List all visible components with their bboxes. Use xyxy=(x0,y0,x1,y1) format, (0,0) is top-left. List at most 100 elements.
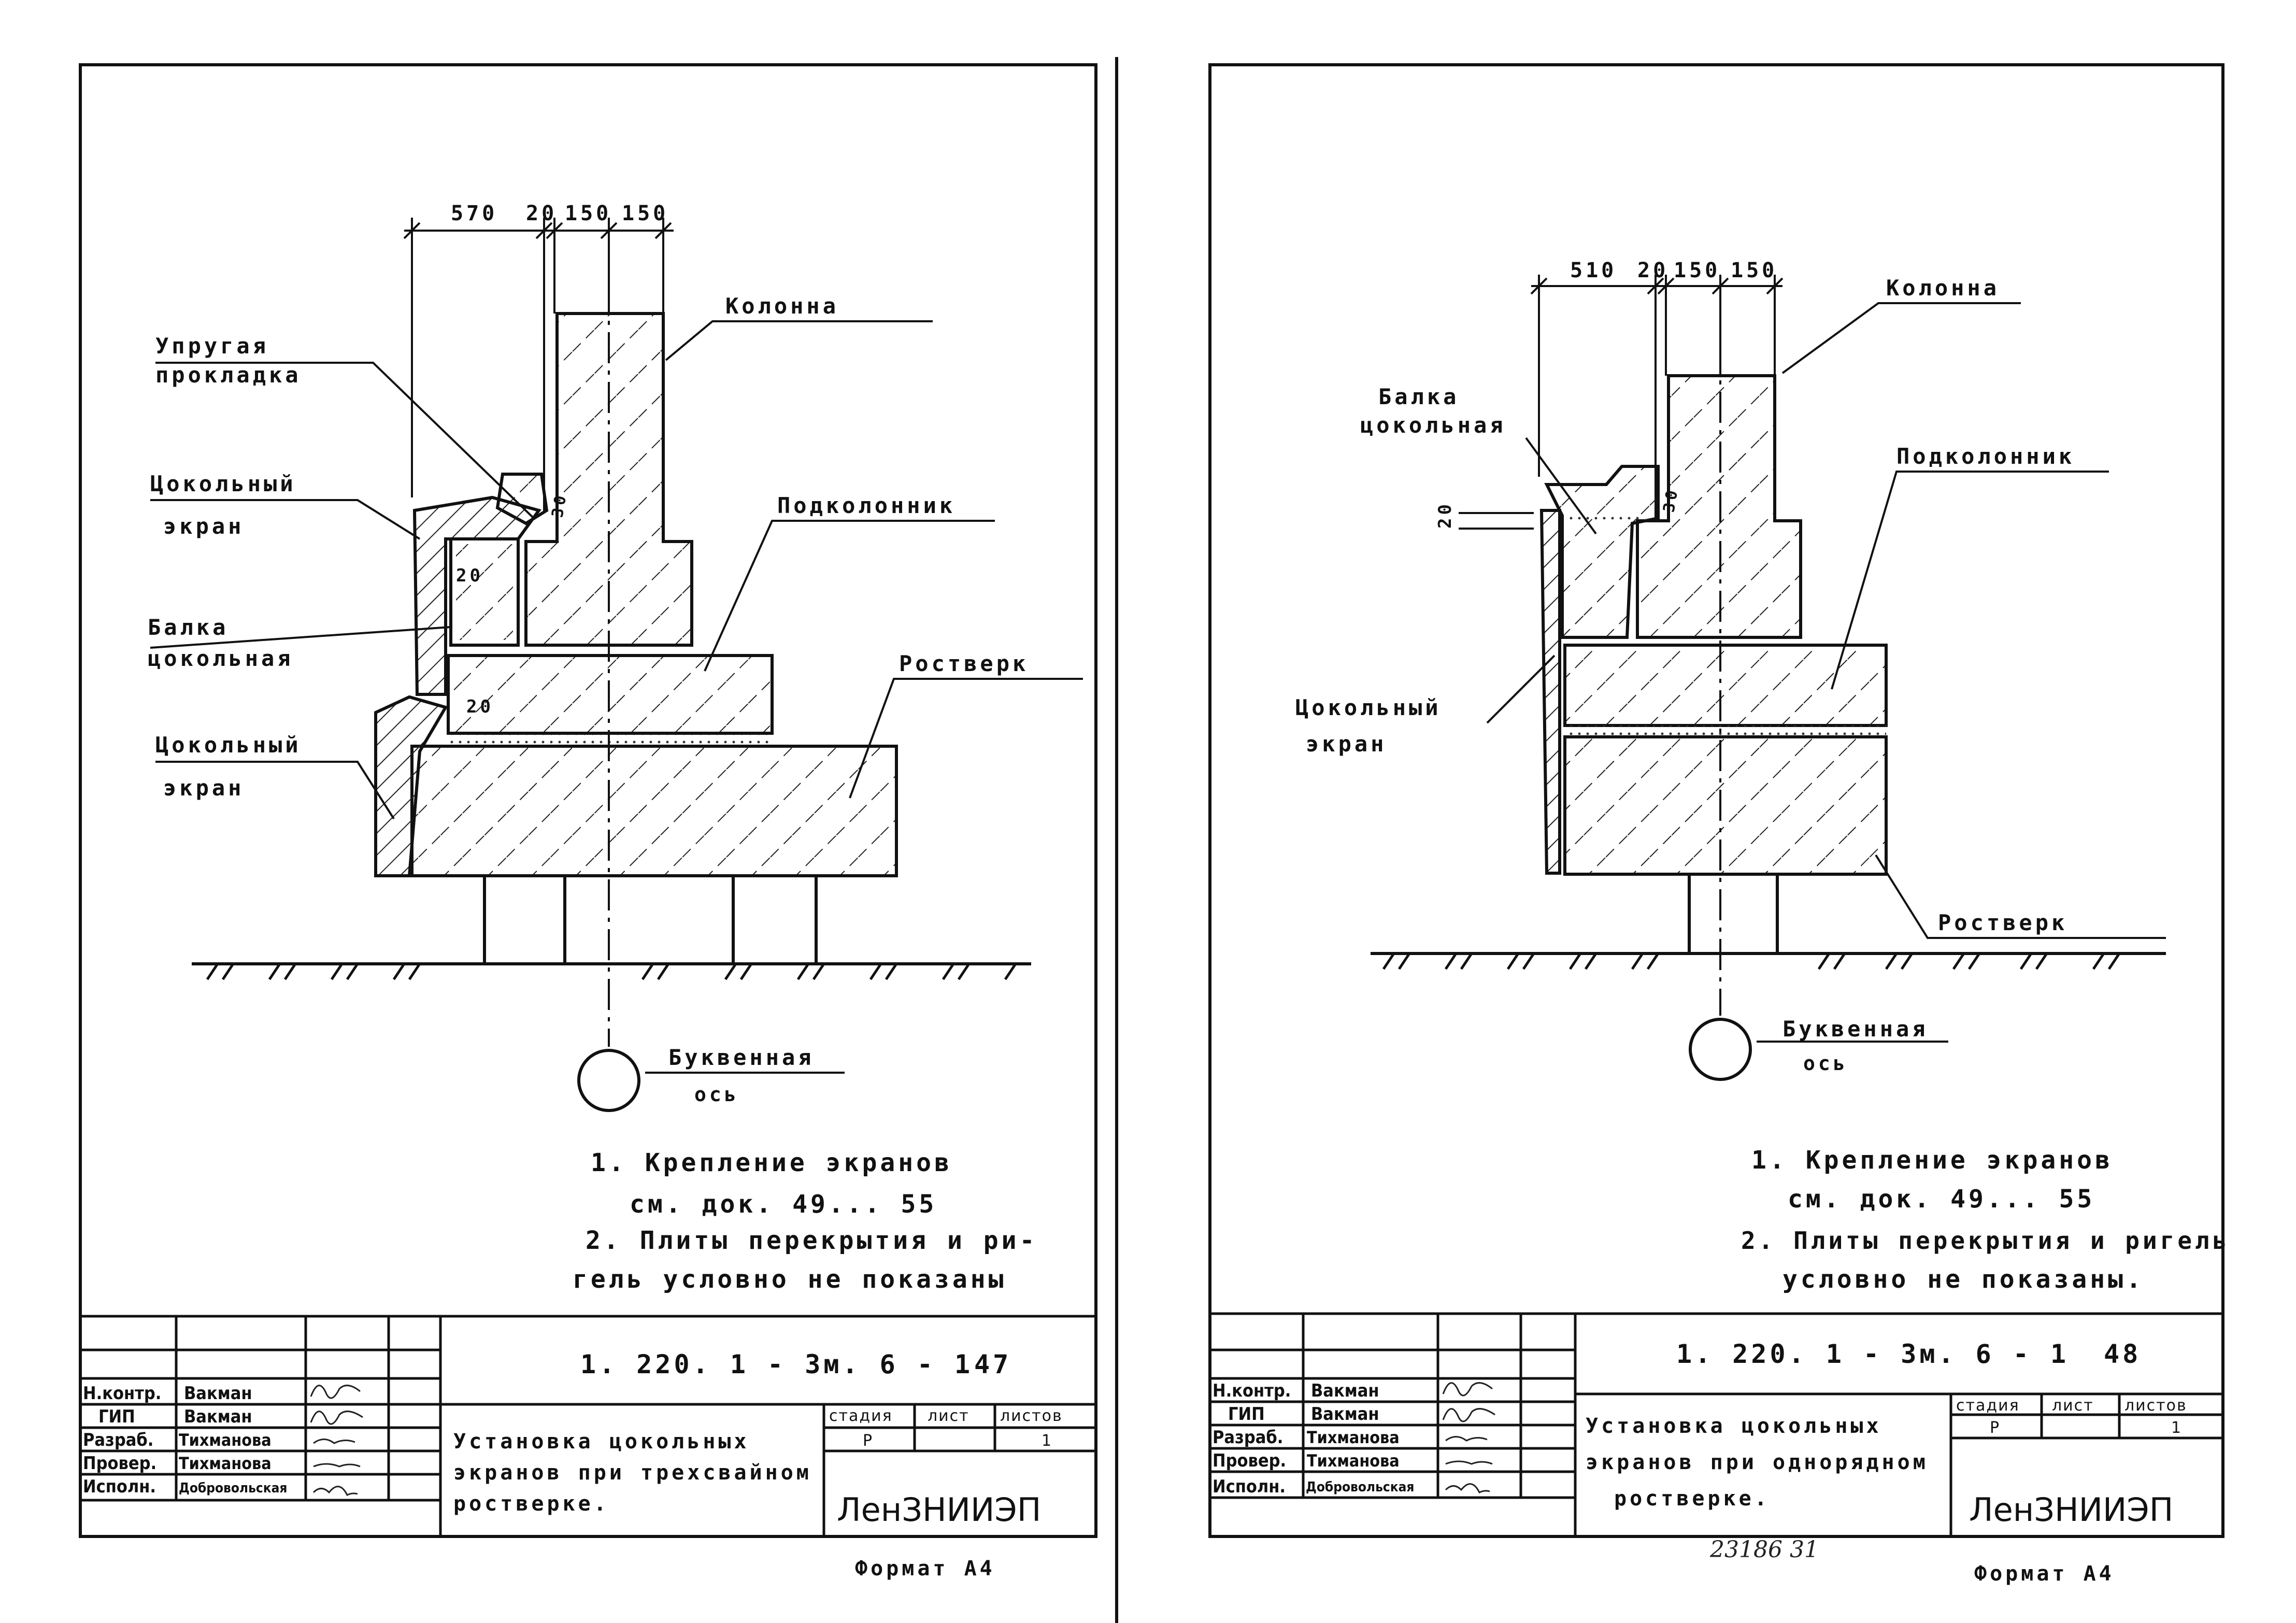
sheet-number: 48 xyxy=(2104,1339,2141,1369)
title-line-2: экранов при однорядном xyxy=(1586,1450,1929,1474)
stage-value: Р xyxy=(863,1432,872,1450)
label-dim20a: 20 xyxy=(456,565,483,586)
note-3: 2. Плиты перекрытия и ригель xyxy=(1741,1227,2230,1255)
dim-150b: 150 xyxy=(1731,259,1777,282)
ground-hatch xyxy=(1382,952,2121,970)
org-name: ЛенЗНИИЭП xyxy=(1969,1491,2173,1529)
note-2: см. док. 49... 55 xyxy=(1788,1185,2095,1214)
label-beam-2: цокольная xyxy=(148,646,294,671)
label-column: Колонна xyxy=(725,293,839,319)
name-2: Вакман xyxy=(1311,1404,1379,1425)
role-4: Провер. xyxy=(1213,1450,1286,1471)
note-1: 1. Крепление экранов xyxy=(591,1148,952,1177)
name-1: Вакман xyxy=(184,1383,252,1404)
dim-150a: 150 xyxy=(1674,259,1720,282)
role-5: Исполн. xyxy=(83,1476,156,1497)
sheet-47: 570 20 150 150 xyxy=(79,63,1097,1581)
dim-20: 20 xyxy=(1637,259,1668,282)
title-line-3: ростверке. xyxy=(1614,1487,1770,1511)
label-axis-1: Буквенная xyxy=(1782,1016,1929,1042)
leaders xyxy=(150,320,1083,1074)
grillage xyxy=(410,745,898,877)
sheets-header: листов xyxy=(1000,1407,1063,1425)
sheets-value: 1 xyxy=(2171,1419,2181,1437)
name-5: Добровольская xyxy=(1306,1479,1414,1495)
sheets-value: 1 xyxy=(1042,1432,1051,1450)
stage-header: стадия xyxy=(1956,1397,2020,1415)
sheet-number: 47 xyxy=(974,1349,1011,1379)
note-2: см. док. 49... 55 xyxy=(630,1190,937,1219)
name-2: Вакман xyxy=(184,1406,252,1427)
piles xyxy=(483,876,818,964)
label-screen-lower-1: Цокольный xyxy=(155,732,302,758)
dim-20: 20 xyxy=(526,202,557,225)
grillage xyxy=(1563,735,1888,876)
lower-screen xyxy=(374,695,448,877)
axis-bubble xyxy=(577,1049,640,1112)
label-screen-upper-1: Цокольный xyxy=(150,471,296,496)
stage-header: стадия xyxy=(829,1407,893,1425)
label-screen-upper-2: экран xyxy=(163,514,244,539)
role-5: Исполн. xyxy=(1213,1476,1286,1497)
dim-150b: 150 xyxy=(622,202,668,225)
mortar-bed xyxy=(1565,725,1886,737)
handwritten-number: 23186 31 xyxy=(1709,1536,1819,1563)
column xyxy=(524,312,693,647)
label-axis-2: ось xyxy=(694,1083,739,1106)
dimension-chain xyxy=(403,218,674,513)
base-beam xyxy=(1544,465,1660,639)
label-gasket-2: прокладка xyxy=(155,362,302,388)
doc-code: 1. 220. 1 - 3м. 6 - 1 xyxy=(580,1349,973,1379)
sheet-48: 510 20 150 150 xyxy=(1208,63,2230,1586)
mortar-bed xyxy=(448,735,772,746)
label-column: Колонна xyxy=(1886,275,2000,301)
label-dim20b: 20 xyxy=(466,696,494,717)
name-4: Тихманова xyxy=(1307,1451,1400,1471)
name-3: Тихманова xyxy=(179,1430,272,1450)
label-axis-2: ось xyxy=(1803,1052,1848,1075)
subcolumn xyxy=(447,654,774,735)
title-line-1: Установка цокольных xyxy=(1586,1414,1882,1438)
format-label: Формат А4 xyxy=(855,1557,995,1581)
label-beam-2: цокольная xyxy=(1360,412,1506,438)
sheet-header: лист xyxy=(928,1407,969,1425)
name-1: Вакман xyxy=(1311,1380,1379,1401)
label-screen-2: экран xyxy=(1306,731,1387,757)
sheet-header: лист xyxy=(2052,1397,2094,1415)
role-1: Н.контр. xyxy=(1213,1380,1291,1401)
leaders xyxy=(1459,302,2166,1043)
role-1: Н.контр. xyxy=(83,1383,161,1404)
label-subcolumn: Подколонник xyxy=(1896,444,2075,469)
label-dim30: 30 xyxy=(548,491,571,519)
signatures xyxy=(1442,1382,1495,1494)
role-4: Провер. xyxy=(83,1453,156,1474)
base-beam-fill xyxy=(456,544,513,640)
label-axis-1: Буквенная xyxy=(668,1045,815,1070)
role-2: ГИП xyxy=(98,1406,135,1427)
format-label: Формат А4 xyxy=(1974,1562,2115,1586)
dimension-chain xyxy=(1530,275,1784,518)
role-3: Разраб. xyxy=(1213,1427,1283,1448)
axis-bubble xyxy=(1689,1018,1752,1081)
org-name: ЛенЗНИИЭП xyxy=(837,1491,1041,1529)
note-4: гель условно не показаны xyxy=(573,1265,1007,1294)
note-1: 1. Крепление экранов xyxy=(1751,1146,2113,1175)
label-screen-lower-2: экран xyxy=(163,775,244,801)
name-5: Добровольская xyxy=(179,1480,287,1496)
mortar-joint xyxy=(1565,516,1643,525)
title-block xyxy=(1208,1312,2224,1538)
signatures xyxy=(310,1385,363,1497)
name-3: Тихманова xyxy=(1307,1428,1400,1447)
label-screen-1: Цокольный xyxy=(1295,695,1442,720)
name-4: Тихманова xyxy=(179,1454,272,1473)
label-beam-1: Балка xyxy=(148,615,229,640)
title-line-3: ростверке. xyxy=(453,1492,609,1516)
label-dim20: 20 xyxy=(1435,501,1456,529)
subcolumn xyxy=(1563,644,1888,727)
title-line-1: Установка цокольных xyxy=(453,1430,750,1454)
sheets-header: листов xyxy=(2124,1397,2187,1415)
column xyxy=(1636,374,1802,639)
ground-hatch xyxy=(206,963,1017,980)
label-grillage: Ростверк xyxy=(899,651,1029,676)
